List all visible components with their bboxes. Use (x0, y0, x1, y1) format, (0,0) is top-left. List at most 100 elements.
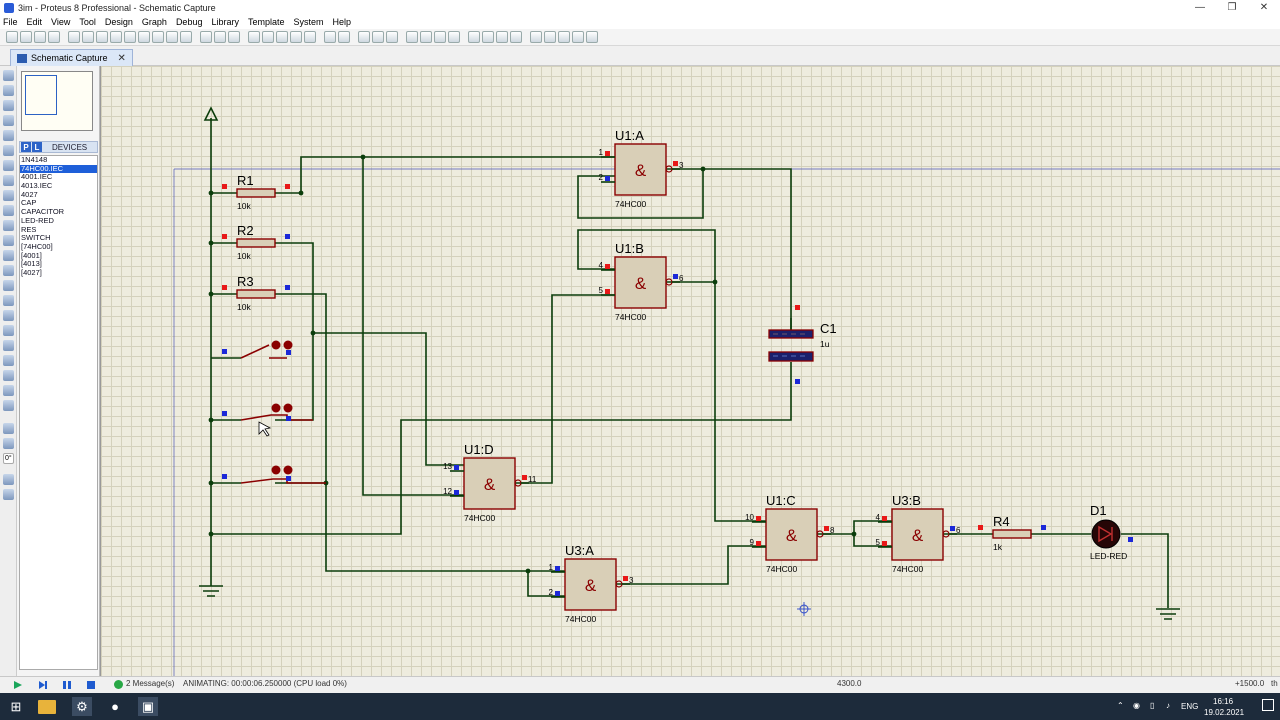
library-manager-button[interactable]: L (32, 142, 42, 152)
redo-icon[interactable] (338, 31, 350, 43)
zoom-all-icon[interactable] (290, 31, 302, 43)
circle-icon[interactable] (3, 325, 14, 336)
pause-button[interactable] (62, 680, 72, 690)
minimize-button[interactable]: — (1195, 2, 1205, 13)
device-list-item[interactable]: 4001.IEC (21, 172, 53, 182)
paste-icon[interactable] (386, 31, 398, 43)
packaging-icon[interactable] (496, 31, 508, 43)
device-list-item[interactable]: 4013.IEC (21, 181, 53, 191)
menu-debug[interactable]: Debug (175, 17, 203, 27)
buses-icon[interactable] (3, 145, 14, 156)
device-list-item[interactable]: 4027 (21, 189, 38, 199)
menu-file[interactable]: File (3, 17, 18, 27)
play-button[interactable] (13, 680, 23, 690)
tab-schematic-capture[interactable]: Schematic Capture ✕ (10, 49, 133, 66)
file-explorer-icon[interactable] (38, 700, 56, 714)
device-list-item[interactable]: 1N4148 (21, 155, 48, 164)
schematic-icon[interactable] (82, 31, 94, 43)
block-delete-icon[interactable] (448, 31, 460, 43)
cut-icon[interactable] (358, 31, 370, 43)
overview-window[interactable] (21, 71, 93, 131)
maximize-button[interactable]: ❐ (1227, 2, 1237, 13)
menu-design[interactable]: Design (104, 17, 133, 27)
messages-count[interactable]: 2 Message(s) (126, 679, 175, 688)
grid-icon[interactable] (214, 31, 226, 43)
bom-icon[interactable] (138, 31, 150, 43)
menu-tool[interactable]: Tool (79, 17, 96, 27)
device-pins-icon[interactable] (3, 190, 14, 201)
generator-icon[interactable] (3, 235, 14, 246)
current-probe-icon[interactable] (3, 265, 14, 276)
undo-icon[interactable] (324, 31, 336, 43)
notifications-icon[interactable] (1262, 699, 1274, 711)
pick-devices-button[interactable]: P (21, 142, 31, 152)
path-icon[interactable] (3, 355, 14, 366)
menu-template[interactable]: Template (247, 17, 285, 27)
zoom-in-icon[interactable] (262, 31, 274, 43)
device-list-item[interactable]: LED-RED (21, 215, 54, 225)
close-window-button[interactable]: ✕ (1259, 2, 1269, 13)
stop-button[interactable] (86, 680, 96, 690)
origin-icon[interactable] (228, 31, 240, 43)
device-list-item[interactable]: CAPACITOR (21, 207, 65, 217)
pick-device-icon[interactable] (468, 31, 480, 43)
search-tag-icon[interactable] (544, 31, 556, 43)
device-list-item[interactable]: 74HC00.IEC (20, 164, 97, 174)
decompose-icon[interactable] (510, 31, 522, 43)
device-list-item[interactable]: RES (21, 224, 37, 234)
mirror-x-icon[interactable] (3, 474, 14, 485)
angle-field[interactable]: 0° (3, 453, 14, 464)
zoom-area-icon[interactable] (304, 31, 316, 43)
wire-autorouter-icon[interactable] (530, 31, 542, 43)
selection-mode-icon[interactable] (3, 70, 14, 81)
browser-taskbar-icon[interactable]: ● (111, 699, 119, 714)
make-device-icon[interactable] (482, 31, 494, 43)
help-icon[interactable] (180, 31, 192, 43)
new-file-icon[interactable] (6, 31, 18, 43)
device-list-item[interactable]: [74HC00] (21, 241, 53, 251)
marker-icon[interactable] (3, 400, 14, 411)
wire-label-icon[interactable] (3, 115, 14, 126)
proteus-taskbar-icon[interactable]: ⚙ (72, 697, 92, 716)
clock-time[interactable]: 16:16 (1213, 697, 1234, 706)
text-script-icon[interactable] (3, 130, 14, 141)
pan-icon[interactable] (248, 31, 260, 43)
refresh-icon[interactable] (200, 31, 212, 43)
app-taskbar-icon[interactable]: ▣ (138, 697, 158, 716)
close-project-icon[interactable] (48, 31, 60, 43)
close-tab-icon[interactable]: ✕ (117, 52, 126, 64)
overview-viewport[interactable] (25, 75, 57, 115)
rotate-ccw-icon[interactable] (3, 438, 14, 449)
line-icon[interactable] (3, 295, 14, 306)
step-button[interactable] (38, 680, 48, 690)
tape-recorder-icon[interactable] (3, 220, 14, 231)
device-list-item[interactable]: [4013] (21, 259, 42, 269)
copy-icon[interactable] (372, 31, 384, 43)
pcb-icon[interactable] (96, 31, 108, 43)
netlist-icon[interactable] (586, 31, 598, 43)
box-icon[interactable] (3, 310, 14, 321)
block-rotate-icon[interactable] (434, 31, 446, 43)
gerber-icon[interactable] (124, 31, 136, 43)
device-list-item[interactable]: [4027] (21, 267, 42, 277)
notes-icon[interactable] (166, 31, 178, 43)
volume-icon[interactable]: ♪ (1166, 701, 1170, 710)
save-icon[interactable] (34, 31, 46, 43)
windows-start-icon[interactable]: ⊞ (10, 698, 22, 714)
arc-icon[interactable] (3, 340, 14, 351)
menu-graph[interactable]: Graph (141, 17, 167, 27)
graph-icon[interactable] (3, 205, 14, 216)
junction-dot-icon[interactable] (3, 100, 14, 111)
battery-icon[interactable]: ▯ (1150, 701, 1155, 710)
menu-library[interactable]: Library (211, 17, 239, 27)
